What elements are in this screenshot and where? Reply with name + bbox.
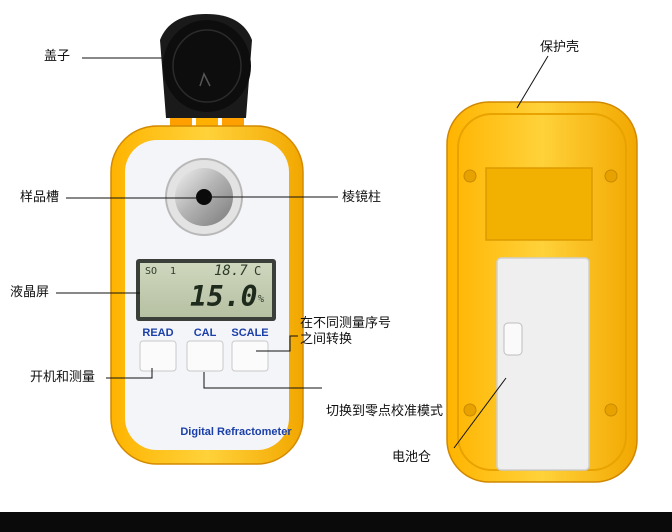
- lcd-indicator: SO: [145, 266, 158, 277]
- refractometer: [110, 14, 304, 465]
- label-power-measure: 开机和测量: [30, 370, 96, 385]
- cal-button-label: CAL: [193, 327, 217, 339]
- battery-latch[interactable]: [503, 322, 523, 356]
- lcd-temperature: 18.7: [214, 263, 248, 279]
- scale-button-label: SCALE: [231, 327, 269, 339]
- label-lcd-screen: 液晶屏: [10, 285, 50, 300]
- label-sample-groove: 样品槽: [20, 190, 60, 205]
- bottom-bar: [0, 512, 672, 532]
- leader-lines: [56, 55, 549, 449]
- label-protective-shell: 保护壳: [540, 40, 580, 55]
- refractometer-back: [446, 101, 638, 483]
- brand-label: Digital Refractometer: [180, 426, 292, 438]
- label-prism-column: 棱镜柱: [342, 190, 382, 205]
- lcd-screen: [140, 263, 272, 317]
- scale-button[interactable]: [231, 340, 269, 372]
- battery-cover[interactable]: [496, 257, 590, 471]
- read-button[interactable]: [139, 340, 177, 372]
- prism-lens: [196, 189, 212, 205]
- label-recess: [485, 167, 593, 241]
- sample-well: [165, 158, 243, 236]
- label-cap: 盖子: [44, 49, 71, 64]
- lcd-reading: 15.0: [190, 280, 258, 313]
- label-battery-compartment: 电池仓: [392, 450, 432, 465]
- lcd-reading-unit: %: [258, 294, 265, 305]
- read-button-label: READ: [142, 327, 174, 339]
- lcd-mode: 1: [170, 266, 177, 277]
- cap: [160, 14, 252, 118]
- label-scale-switch: 在不同测量序号之间转换: [300, 316, 392, 347]
- lcd-temperature-unit: C: [254, 264, 262, 278]
- cal-button[interactable]: [186, 340, 224, 372]
- label-zero-calibration: 切换到零点校准模式: [326, 404, 444, 419]
